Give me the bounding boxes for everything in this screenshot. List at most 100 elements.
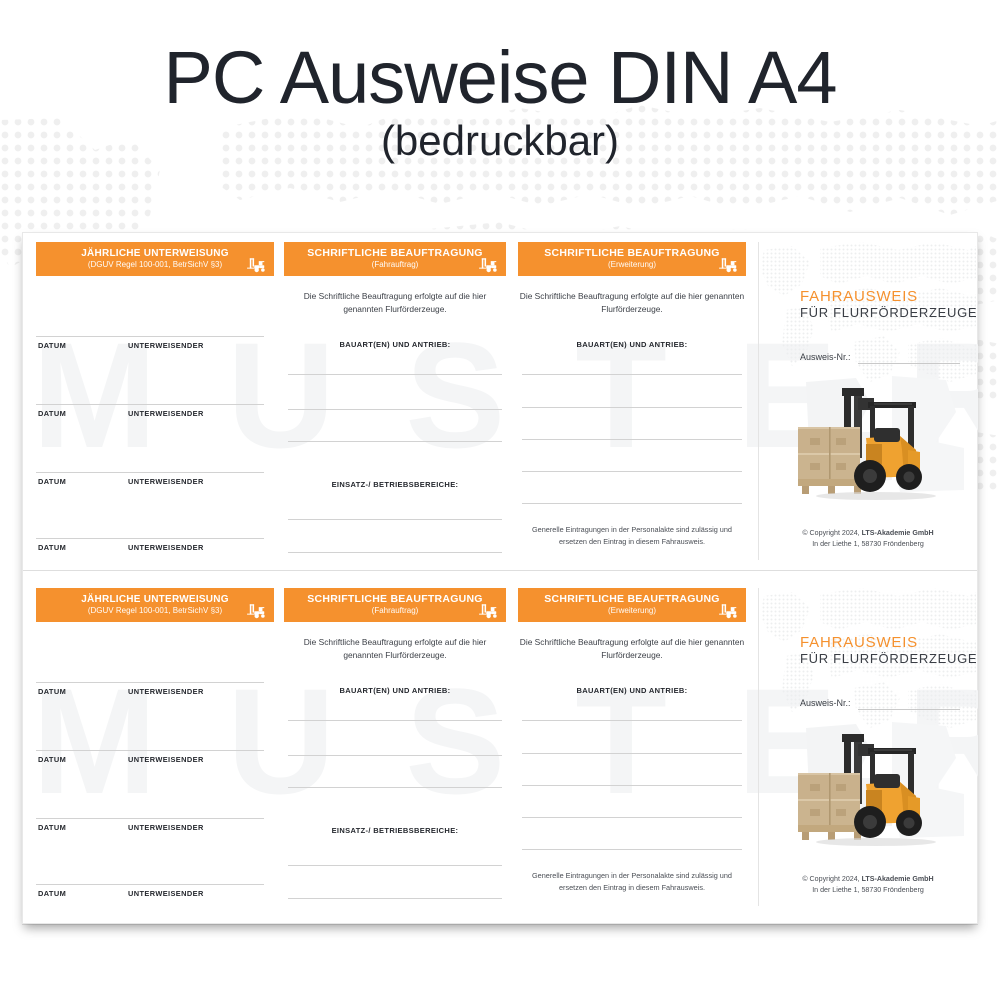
ausweis-nr-write-line xyxy=(858,709,960,710)
intro-text: Die Schriftliche Beauftragung erfolgte a… xyxy=(303,637,487,661)
row-labels: DATUM UNTERWEISENDER xyxy=(36,755,264,767)
column-schriftliche-beauftragung-erweiterung: SCHRIFTLICHE BEAUFTRAGUNG (Erweiterung) xyxy=(518,578,746,916)
vertical-divider xyxy=(758,588,759,906)
label-bauart-antrieb: BAUART(EN) UND ANTRIEB: xyxy=(339,340,451,349)
row-divider xyxy=(36,538,264,539)
label-datum: DATUM xyxy=(38,543,67,552)
label-datum: DATUM xyxy=(38,755,67,764)
copyright-company: LTS-Akademie GmbH xyxy=(861,529,934,537)
copyright-text: © Copyright 2024, LTS-Akademie GmbH In d… xyxy=(758,528,978,550)
header-subtitle: (Fahrauftrag) xyxy=(371,260,419,270)
write-line xyxy=(288,374,502,375)
copyright-line-1: © Copyright 2024, LTS-Akademie GmbH xyxy=(758,874,978,885)
footnote-personalakte: Generelle Eintragungen in der Personalak… xyxy=(532,525,732,546)
header-title: JÄHRLICHE UNTERWEISUNG xyxy=(81,248,229,260)
header-bar-erweiterung: SCHRIFTLICHE BEAUFTRAGUNG (Erweiterung) xyxy=(518,242,746,276)
column-schriftliche-beauftragung-fahrauftrag: SCHRIFTLICHE BEAUFTRAGUNG (Fahrauftrag) xyxy=(284,578,506,916)
label-datum: DATUM xyxy=(38,409,67,418)
fahrausweis-subtitle: FÜR FLURFÖRDERZEUGE xyxy=(800,651,978,667)
header-bar-erweiterung: SCHRIFTLICHE BEAUFTRAGUNG (Erweiterung) xyxy=(518,588,746,622)
page-title-block: PC Ausweise DIN A4 (bedruckbar) xyxy=(0,40,1000,164)
write-line xyxy=(522,503,742,504)
forklift-icon xyxy=(479,604,497,619)
document-sheet: MUSTER JÄHRLICHE UNTERWEISUNG (DGUV Rege… xyxy=(22,232,978,924)
copyright-prefix: © Copyright 2024, xyxy=(802,529,862,537)
label-ausweis-nr: Ausweis-Nr.: xyxy=(800,698,851,708)
fahrausweis-title: FAHRAUSWEIS xyxy=(800,288,918,305)
write-line xyxy=(288,720,502,721)
row-labels: DATUM UNTERWEISENDER xyxy=(36,687,264,699)
write-line xyxy=(522,439,742,440)
row-labels: DATUM UNTERWEISENDER xyxy=(36,543,264,555)
row-divider xyxy=(36,472,264,473)
fahrausweis-subtitle: FÜR FLURFÖRDERZEUGE xyxy=(800,305,978,321)
label-datum: DATUM xyxy=(38,823,67,832)
certificate-block-2: MUSTER JÄHRLICHE UNTERWEISUNG (DGUV Rege… xyxy=(22,578,978,916)
fahrausweis-title-block: FAHRAUSWEIS FÜR FLURFÖRDERZEUGE xyxy=(800,634,977,667)
label-unterweisender: UNTERWEISENDER xyxy=(128,341,204,350)
label-unterweisender: UNTERWEISENDER xyxy=(128,889,204,898)
intro-text: Die Schriftliche Beauftragung erfolgte a… xyxy=(303,291,487,315)
label-unterweisender: UNTERWEISENDER xyxy=(128,543,204,552)
write-line xyxy=(288,441,502,442)
label-bauart-antrieb: BAUART(EN) UND ANTRIEB: xyxy=(576,340,688,349)
label-unterweisender: UNTERWEISENDER xyxy=(128,687,204,696)
header-title: SCHRIFTLICHE BEAUFTRAGUNG xyxy=(544,592,720,605)
column-schriftliche-beauftragung-fahrauftrag: SCHRIFTLICHE BEAUFTRAGUNG (Fahrauftrag) xyxy=(284,232,506,570)
write-line xyxy=(522,407,742,408)
label-datum: DATUM xyxy=(38,889,67,898)
label-bauart-antrieb: BAUART(EN) UND ANTRIEB: xyxy=(339,686,451,695)
write-line xyxy=(288,409,502,410)
intro-text: Die Schriftliche Beauftragung erfolgte a… xyxy=(519,637,745,661)
certificate-block-1: MUSTER JÄHRLICHE UNTERWEISUNG (DGUV Rege… xyxy=(22,232,978,570)
header-bar-fahrauftrag: SCHRIFTLICHE BEAUFTRAGUNG (Fahrauftrag) xyxy=(284,588,506,622)
label-unterweisender: UNTERWEISENDER xyxy=(128,409,204,418)
header-bar-unterweisung: JÄHRLICHE UNTERWEISUNG (DGUV Regel 100-0… xyxy=(36,242,274,276)
label-datum: DATUM xyxy=(38,341,67,350)
write-line xyxy=(288,755,502,756)
label-unterweisender: UNTERWEISENDER xyxy=(128,755,204,764)
row-divider xyxy=(36,884,264,885)
page-title: PC Ausweise DIN A4 xyxy=(163,36,838,119)
header-title: JÄHRLICHE UNTERWEISUNG xyxy=(81,594,229,606)
block-divider xyxy=(22,570,978,571)
write-line xyxy=(288,865,502,866)
header-subtitle: (Fahrauftrag) xyxy=(371,606,419,616)
write-line xyxy=(522,817,742,818)
header-subtitle: (Erweiterung) xyxy=(607,260,656,270)
write-line xyxy=(522,471,742,472)
label-unterweisender: UNTERWEISENDER xyxy=(128,477,204,486)
forklift-icon xyxy=(479,258,497,273)
copyright-line-2: In der Liethe 1, 58730 Fröndenberg xyxy=(812,539,924,548)
page-subtitle: (bedruckbar) xyxy=(380,117,620,165)
forklift-icon xyxy=(719,258,737,273)
header-title: SCHRIFTLICHE BEAUFTRAGUNG xyxy=(307,592,483,605)
footnote-personalakte: Generelle Eintragungen in der Personalak… xyxy=(532,871,732,892)
forklift-icon xyxy=(247,258,265,273)
write-line xyxy=(288,552,502,553)
row-divider xyxy=(36,404,264,405)
card-fahrausweis: FAHRAUSWEIS FÜR FLURFÖRDERZEUGE Ausweis-… xyxy=(758,232,978,570)
row-divider xyxy=(36,750,264,751)
row-divider xyxy=(36,818,264,819)
label-ausweis-nr: Ausweis-Nr.: xyxy=(800,352,851,362)
label-datum: DATUM xyxy=(38,687,67,696)
fahrausweis-title: FAHRAUSWEIS xyxy=(800,634,918,651)
write-line xyxy=(288,898,502,899)
fahrausweis-title-block: FAHRAUSWEIS FÜR FLURFÖRDERZEUGE xyxy=(800,288,977,321)
header-title: SCHRIFTLICHE BEAUFTRAGUNG xyxy=(307,246,483,259)
copyright-line-1: © Copyright 2024, LTS-Akademie GmbH xyxy=(758,528,978,539)
forklift-with-pallet-photo xyxy=(798,376,964,500)
label-datum: DATUM xyxy=(38,477,67,486)
label-unterweisender: UNTERWEISENDER xyxy=(128,823,204,832)
write-line xyxy=(288,787,502,788)
vertical-divider xyxy=(758,242,759,560)
column-jaehrliche-unterweisung: JÄHRLICHE UNTERWEISUNG (DGUV Regel 100-0… xyxy=(36,232,274,570)
intro-text: Die Schriftliche Beauftragung erfolgte a… xyxy=(519,291,745,315)
column-jaehrliche-unterweisung: JÄHRLICHE UNTERWEISUNG (DGUV Regel 100-0… xyxy=(36,578,274,916)
copyright-text: © Copyright 2024, LTS-Akademie GmbH In d… xyxy=(758,874,978,896)
copyright-prefix: © Copyright 2024, xyxy=(802,875,862,883)
row-labels: DATUM UNTERWEISENDER xyxy=(36,889,264,901)
card-fahrausweis: FAHRAUSWEIS FÜR FLURFÖRDERZEUGE Ausweis-… xyxy=(758,578,978,916)
